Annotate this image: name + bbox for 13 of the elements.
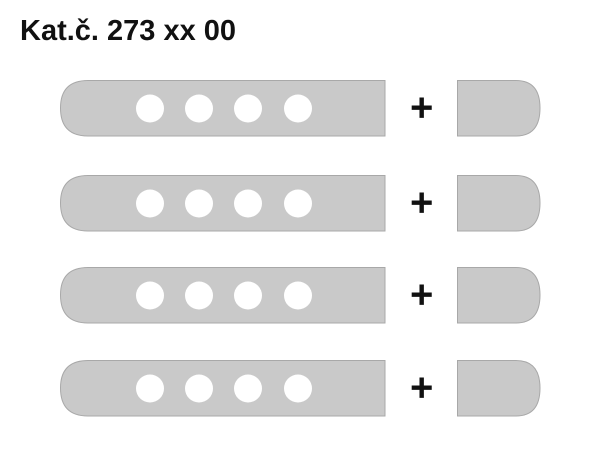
plus-sign: + xyxy=(410,88,434,128)
handle-cover-drawing xyxy=(60,175,386,232)
plus-sign: + xyxy=(410,275,434,315)
end-cap-drawing xyxy=(457,80,541,137)
catalog-number-title: Kat.č. 273 xx 00 xyxy=(20,14,236,48)
handle-cover-drawing xyxy=(60,360,386,417)
end-cap-drawing xyxy=(457,175,541,232)
end-cap-drawing xyxy=(457,360,541,417)
handle-cover-drawing xyxy=(60,267,386,324)
plus-sign: + xyxy=(410,183,434,223)
plus-sign: + xyxy=(410,368,434,408)
end-cap-drawing xyxy=(457,267,541,324)
handle-cover-drawing xyxy=(60,80,386,137)
